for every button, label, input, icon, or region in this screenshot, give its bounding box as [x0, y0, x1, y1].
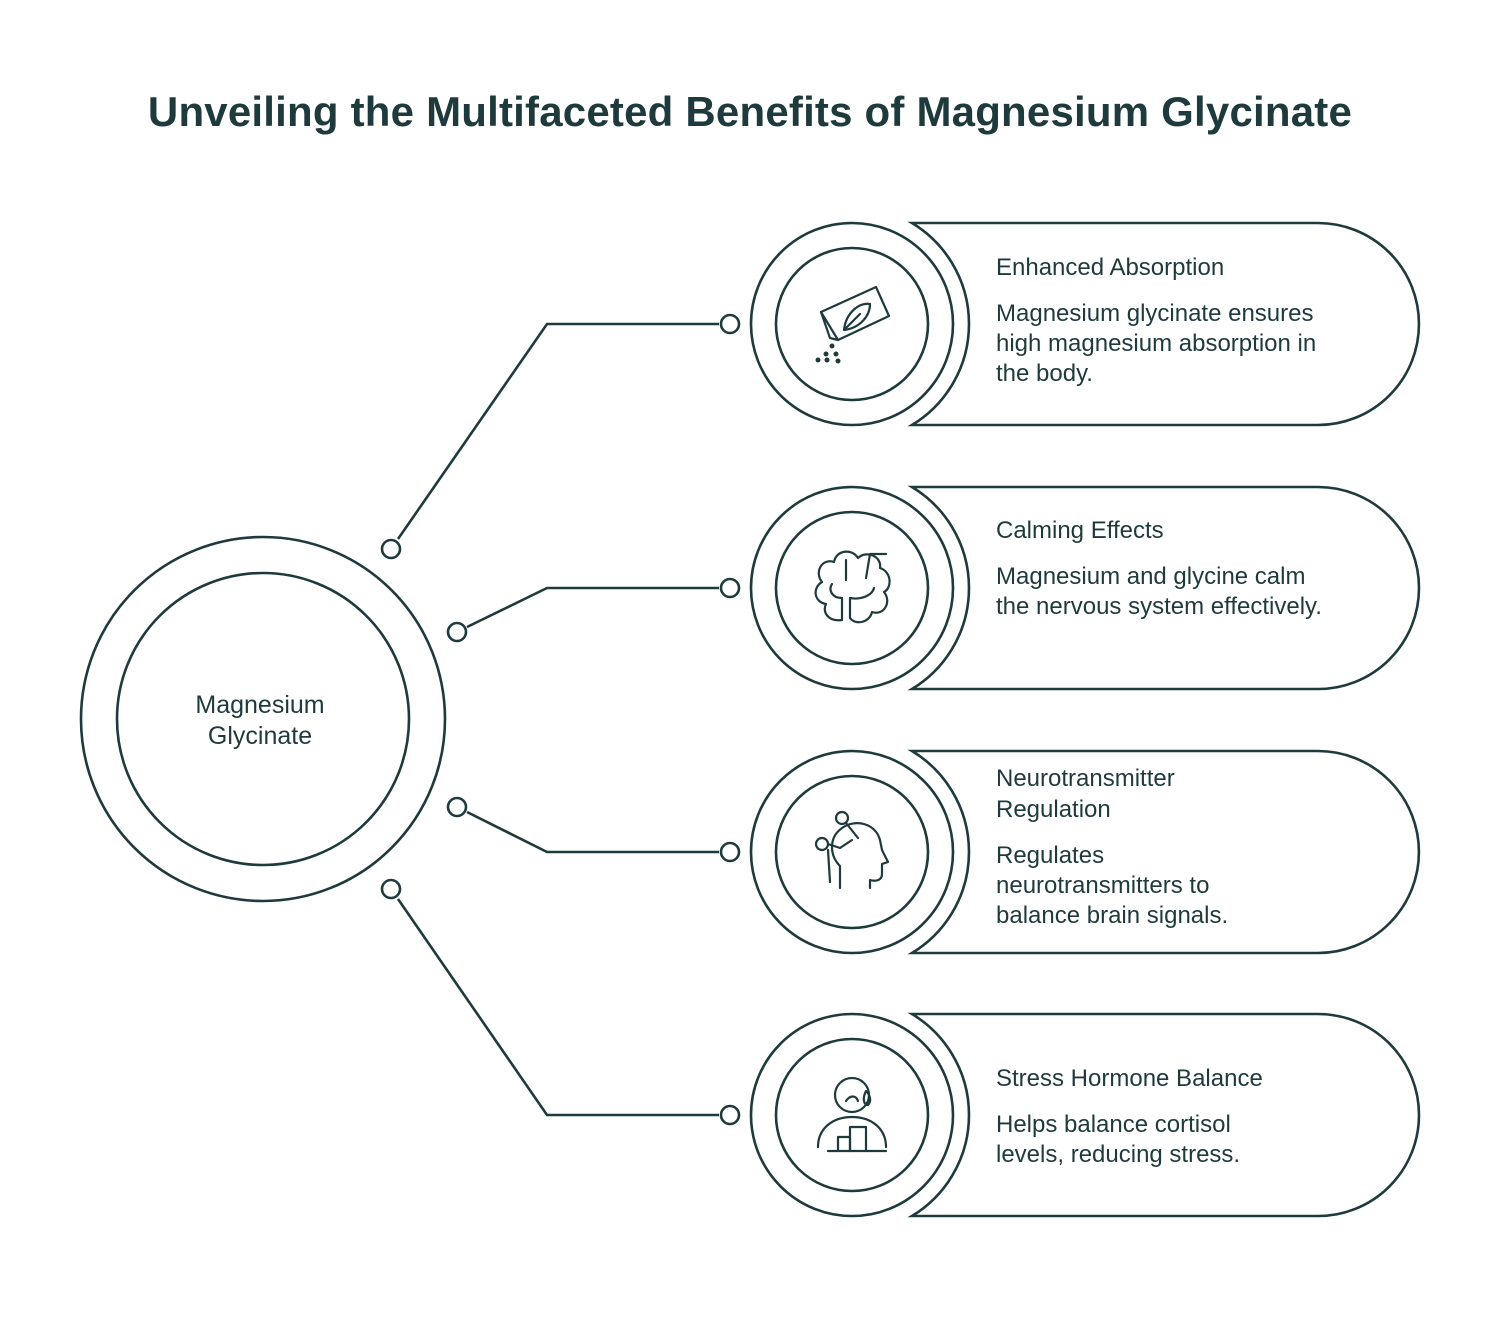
brain-icon [814, 550, 891, 624]
benefit-description: Magnesium and glycine calm the nervous s… [996, 563, 1322, 620]
center-label: Magnesium Glycinate [140, 690, 380, 752]
benefit-card-1-text: Enhanced Absorption Magnesium glycinate … [996, 252, 1356, 389]
card-outer-ring [749, 749, 955, 955]
center-label-line-1: Magnesium [195, 691, 325, 719]
benefit-description: Helps balance cortisol levels, reducing … [996, 1111, 1241, 1168]
card-1 [749, 221, 1421, 427]
benefit-description: Regulates neurotransmitters to balance b… [996, 842, 1229, 929]
benefit-card-4-text: Stress Hormone Balance Helps balance cor… [996, 1063, 1356, 1170]
connector-dot [380, 538, 402, 560]
connector-dot [719, 577, 741, 599]
card-outer-ring [749, 221, 955, 427]
stressed-person-icon [816, 1076, 888, 1153]
card-outer-ring [749, 1012, 955, 1218]
card-pill [907, 1012, 1421, 1218]
card-4 [749, 1012, 1421, 1218]
card-pill [907, 749, 1421, 955]
benefit-title: Neurotransmitter Regulation [996, 765, 1175, 823]
card-inner-ring [774, 774, 930, 930]
card-inner-ring [774, 510, 930, 666]
benefit-card-3-text: Neurotransmitter Regulation Regulates ne… [996, 763, 1356, 931]
benefit-title: Stress Hormone Balance [996, 1065, 1263, 1092]
card-pill [907, 221, 1421, 427]
card-3 [749, 749, 1421, 955]
connector-2 [446, 577, 741, 643]
connector-1 [380, 313, 741, 560]
connector-dot [719, 313, 741, 335]
benefit-title: Enhanced Absorption [996, 254, 1225, 281]
card-inner-ring [774, 1037, 930, 1193]
center-hub [79, 535, 447, 903]
center-inner-ring [115, 571, 411, 867]
connector-dot [719, 1104, 741, 1126]
connector-dot [719, 841, 741, 863]
card-2 [749, 485, 1421, 691]
card-outer-ring [749, 485, 955, 691]
card-inner-ring [774, 246, 930, 402]
benefit-card-2-text: Calming Effects Magnesium and glycine ca… [996, 515, 1356, 622]
supplement-packet-icon [815, 285, 891, 364]
connector-dot [446, 796, 468, 818]
connectors [380, 313, 741, 1126]
center-outer-ring [79, 535, 447, 903]
benefit-description: Magnesium glycinate ensures high magnesi… [996, 300, 1317, 387]
connector-4 [380, 878, 741, 1126]
page-title: Unveiling the Multifaceted Benefits of M… [147, 88, 1353, 135]
benefit-title: Calming Effects [996, 517, 1164, 544]
head-neurons-icon [814, 810, 890, 890]
center-label-line-2: Glycinate [207, 722, 313, 750]
connector-dot [380, 878, 402, 900]
connector-dot [446, 621, 468, 643]
card-pill [907, 485, 1421, 691]
connector-3 [446, 796, 741, 863]
